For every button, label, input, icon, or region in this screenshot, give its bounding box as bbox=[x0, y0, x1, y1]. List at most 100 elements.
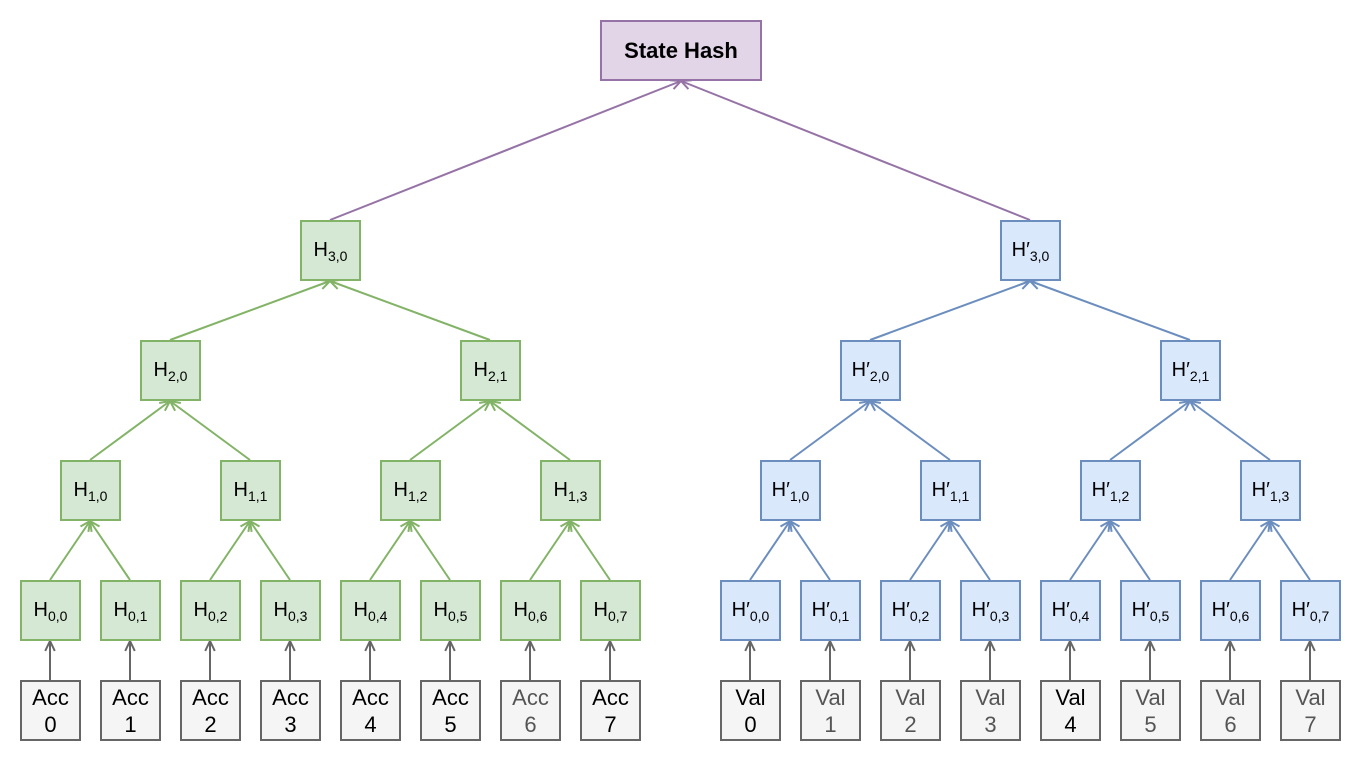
val-edge-1-3 bbox=[1188, 399, 1271, 461]
acc-edge-leaf-2 bbox=[204, 638, 216, 680]
hash-label: H′2,0 bbox=[851, 359, 890, 384]
val-edge-1-0 bbox=[789, 399, 872, 461]
leaf-label: Val bbox=[895, 684, 926, 710]
hash-label: H2,0 bbox=[153, 359, 188, 384]
acc-edge-0-1 bbox=[88, 519, 131, 581]
leaf-index: 2 bbox=[904, 711, 917, 737]
edge-acc-3-0-to-root bbox=[329, 79, 684, 221]
leaf-index: 3 bbox=[284, 711, 297, 737]
acc-edge-1-1 bbox=[168, 399, 251, 461]
val-hash-0-6: H′0,6 bbox=[1200, 580, 1261, 641]
val-edge-leaf-5 bbox=[1144, 638, 1156, 680]
acc-hash-1-1: H1,1 bbox=[220, 460, 281, 521]
hash-label: H0,6 bbox=[513, 599, 548, 624]
leaf-label: Val bbox=[975, 684, 1006, 710]
hash-label: H0,4 bbox=[353, 599, 388, 624]
leaf-label: Acc bbox=[272, 684, 309, 710]
leaf-index: 1 bbox=[824, 711, 837, 737]
leaf-label: Val bbox=[815, 684, 846, 710]
validator-leaf-1: Val 1 bbox=[800, 680, 861, 741]
validator-leaf-7: Val 7 bbox=[1280, 680, 1341, 741]
val-edge-leaf-4 bbox=[1064, 638, 1076, 680]
acc-edge-leaf-3 bbox=[284, 638, 296, 680]
acc-hash-0-5: H0,5 bbox=[420, 580, 481, 641]
leaf-index: 0 bbox=[44, 711, 57, 737]
acc-hash-0-6: H0,6 bbox=[500, 580, 561, 641]
val-edge-leaf-0 bbox=[744, 638, 756, 680]
leaf-index: 7 bbox=[1304, 711, 1317, 737]
account-leaf-3: Acc 3 bbox=[260, 680, 321, 741]
acc-hash-0-0: H0,0 bbox=[20, 580, 81, 641]
hash-label: H′3,0 bbox=[1011, 239, 1050, 264]
leaf-label: Acc bbox=[112, 684, 149, 710]
val-hash-3-0: H′3,0 bbox=[1000, 220, 1061, 281]
acc-edge-0-4 bbox=[369, 519, 412, 581]
leaf-index: 2 bbox=[204, 711, 217, 737]
hash-label: H0,3 bbox=[273, 599, 308, 624]
val-edge-leaf-3 bbox=[984, 638, 996, 680]
acc-edge-1-3 bbox=[488, 399, 571, 461]
leaf-label: Acc bbox=[32, 684, 69, 710]
leaf-index: 4 bbox=[364, 711, 377, 737]
acc-edge-leaf-5 bbox=[444, 638, 456, 680]
state-hash-label: State Hash bbox=[624, 37, 738, 63]
leaf-index: 6 bbox=[524, 711, 537, 737]
acc-edge-0-6 bbox=[529, 519, 572, 581]
validator-leaf-2: Val 2 bbox=[880, 680, 941, 741]
val-edge-2-1 bbox=[1027, 278, 1191, 341]
hash-label: H0,2 bbox=[193, 599, 228, 624]
val-edge-leaf-1 bbox=[824, 638, 836, 680]
val-hash-1-3: H′1,3 bbox=[1240, 460, 1301, 521]
val-hash-0-5: H′0,5 bbox=[1120, 580, 1181, 641]
hash-label: H′1,1 bbox=[931, 479, 970, 504]
acc-hash-1-3: H1,3 bbox=[540, 460, 601, 521]
validator-leaf-3: Val 3 bbox=[960, 680, 1021, 741]
val-hash-0-2: H′0,2 bbox=[880, 580, 941, 641]
hash-label: H1,0 bbox=[73, 479, 108, 504]
hash-label: H′0,3 bbox=[971, 599, 1010, 624]
leaf-label: Acc bbox=[512, 684, 549, 710]
hash-label: H′1,2 bbox=[1091, 479, 1130, 504]
val-edge-0-1 bbox=[788, 519, 831, 581]
acc-edge-0-2 bbox=[209, 519, 252, 581]
leaf-index: 6 bbox=[1224, 711, 1237, 737]
acc-edge-0-0 bbox=[49, 519, 92, 581]
val-hash-2-0: H′2,0 bbox=[840, 340, 901, 401]
val-hash-1-0: H′1,0 bbox=[760, 460, 821, 521]
leaf-label: Val bbox=[1055, 684, 1086, 710]
val-edge-leaf-2 bbox=[904, 638, 916, 680]
val-hash-0-7: H′0,7 bbox=[1280, 580, 1341, 641]
hash-label: H0,1 bbox=[113, 599, 148, 624]
leaf-label: Val bbox=[1215, 684, 1246, 710]
val-edge-leaf-7 bbox=[1304, 638, 1316, 680]
leaf-index: 4 bbox=[1064, 711, 1077, 737]
leaf-index: 5 bbox=[1144, 711, 1157, 737]
val-edge-0-5 bbox=[1108, 519, 1151, 581]
hash-label: H1,3 bbox=[553, 479, 588, 504]
hash-label: H0,0 bbox=[33, 599, 68, 624]
leaf-index: 7 bbox=[604, 711, 617, 737]
val-hash-2-1: H′2,1 bbox=[1160, 340, 1221, 401]
val-hash-0-4: H′0,4 bbox=[1040, 580, 1101, 641]
hash-label: H′0,2 bbox=[891, 599, 930, 624]
leaf-label: Acc bbox=[192, 684, 229, 710]
acc-edge-0-5 bbox=[408, 519, 451, 581]
val-edge-0-7 bbox=[1268, 519, 1311, 581]
leaf-index: 3 bbox=[984, 711, 997, 737]
leaf-label: Acc bbox=[432, 684, 469, 710]
val-hash-0-0: H′0,0 bbox=[720, 580, 781, 641]
val-hash-0-1: H′0,1 bbox=[800, 580, 861, 641]
hash-label: H′2,1 bbox=[1171, 359, 1210, 384]
leaf-index: 5 bbox=[444, 711, 457, 737]
val-hash-1-1: H′1,1 bbox=[920, 460, 981, 521]
val-hash-1-2: H′1,2 bbox=[1080, 460, 1141, 521]
acc-hash-0-1: H0,1 bbox=[100, 580, 161, 641]
val-edge-1-1 bbox=[868, 399, 951, 461]
val-edge-1-2 bbox=[1109, 399, 1192, 461]
hash-label: H0,7 bbox=[593, 599, 628, 624]
val-edge-0-6 bbox=[1229, 519, 1272, 581]
validator-leaf-5: Val 5 bbox=[1120, 680, 1181, 741]
val-edge-2-0 bbox=[869, 278, 1033, 341]
acc-hash-0-4: H0,4 bbox=[340, 580, 401, 641]
